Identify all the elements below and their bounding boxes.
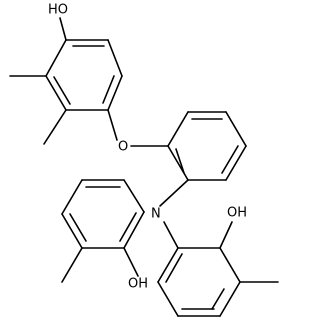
bond-ring-nitrogen <box>159 179 189 207</box>
atom-label-ether-o: O <box>118 140 128 155</box>
molecule-structure: HO O N OH OH <box>9 3 279 317</box>
ring-left-phenol <box>61 179 145 249</box>
bond-oh-right <box>219 221 233 249</box>
methyl-left <box>61 247 83 283</box>
ring-middle-phenylene <box>167 111 247 181</box>
bond-ring-ether <box>107 109 118 141</box>
methyl-top-2 <box>43 109 67 145</box>
bond-nitrogen-right-ring <box>163 221 179 249</box>
ring-right-phenol <box>157 247 241 317</box>
atom-label-oh-top: HO <box>48 3 68 18</box>
ring-top-phenol <box>45 39 123 111</box>
bond-oh-top <box>59 17 67 41</box>
atom-label-oh-left: OH <box>128 277 148 292</box>
atom-label-oh-right: OH <box>227 206 247 221</box>
atom-label-nitrogen: N <box>151 207 161 222</box>
bond-oh-left <box>123 247 139 277</box>
